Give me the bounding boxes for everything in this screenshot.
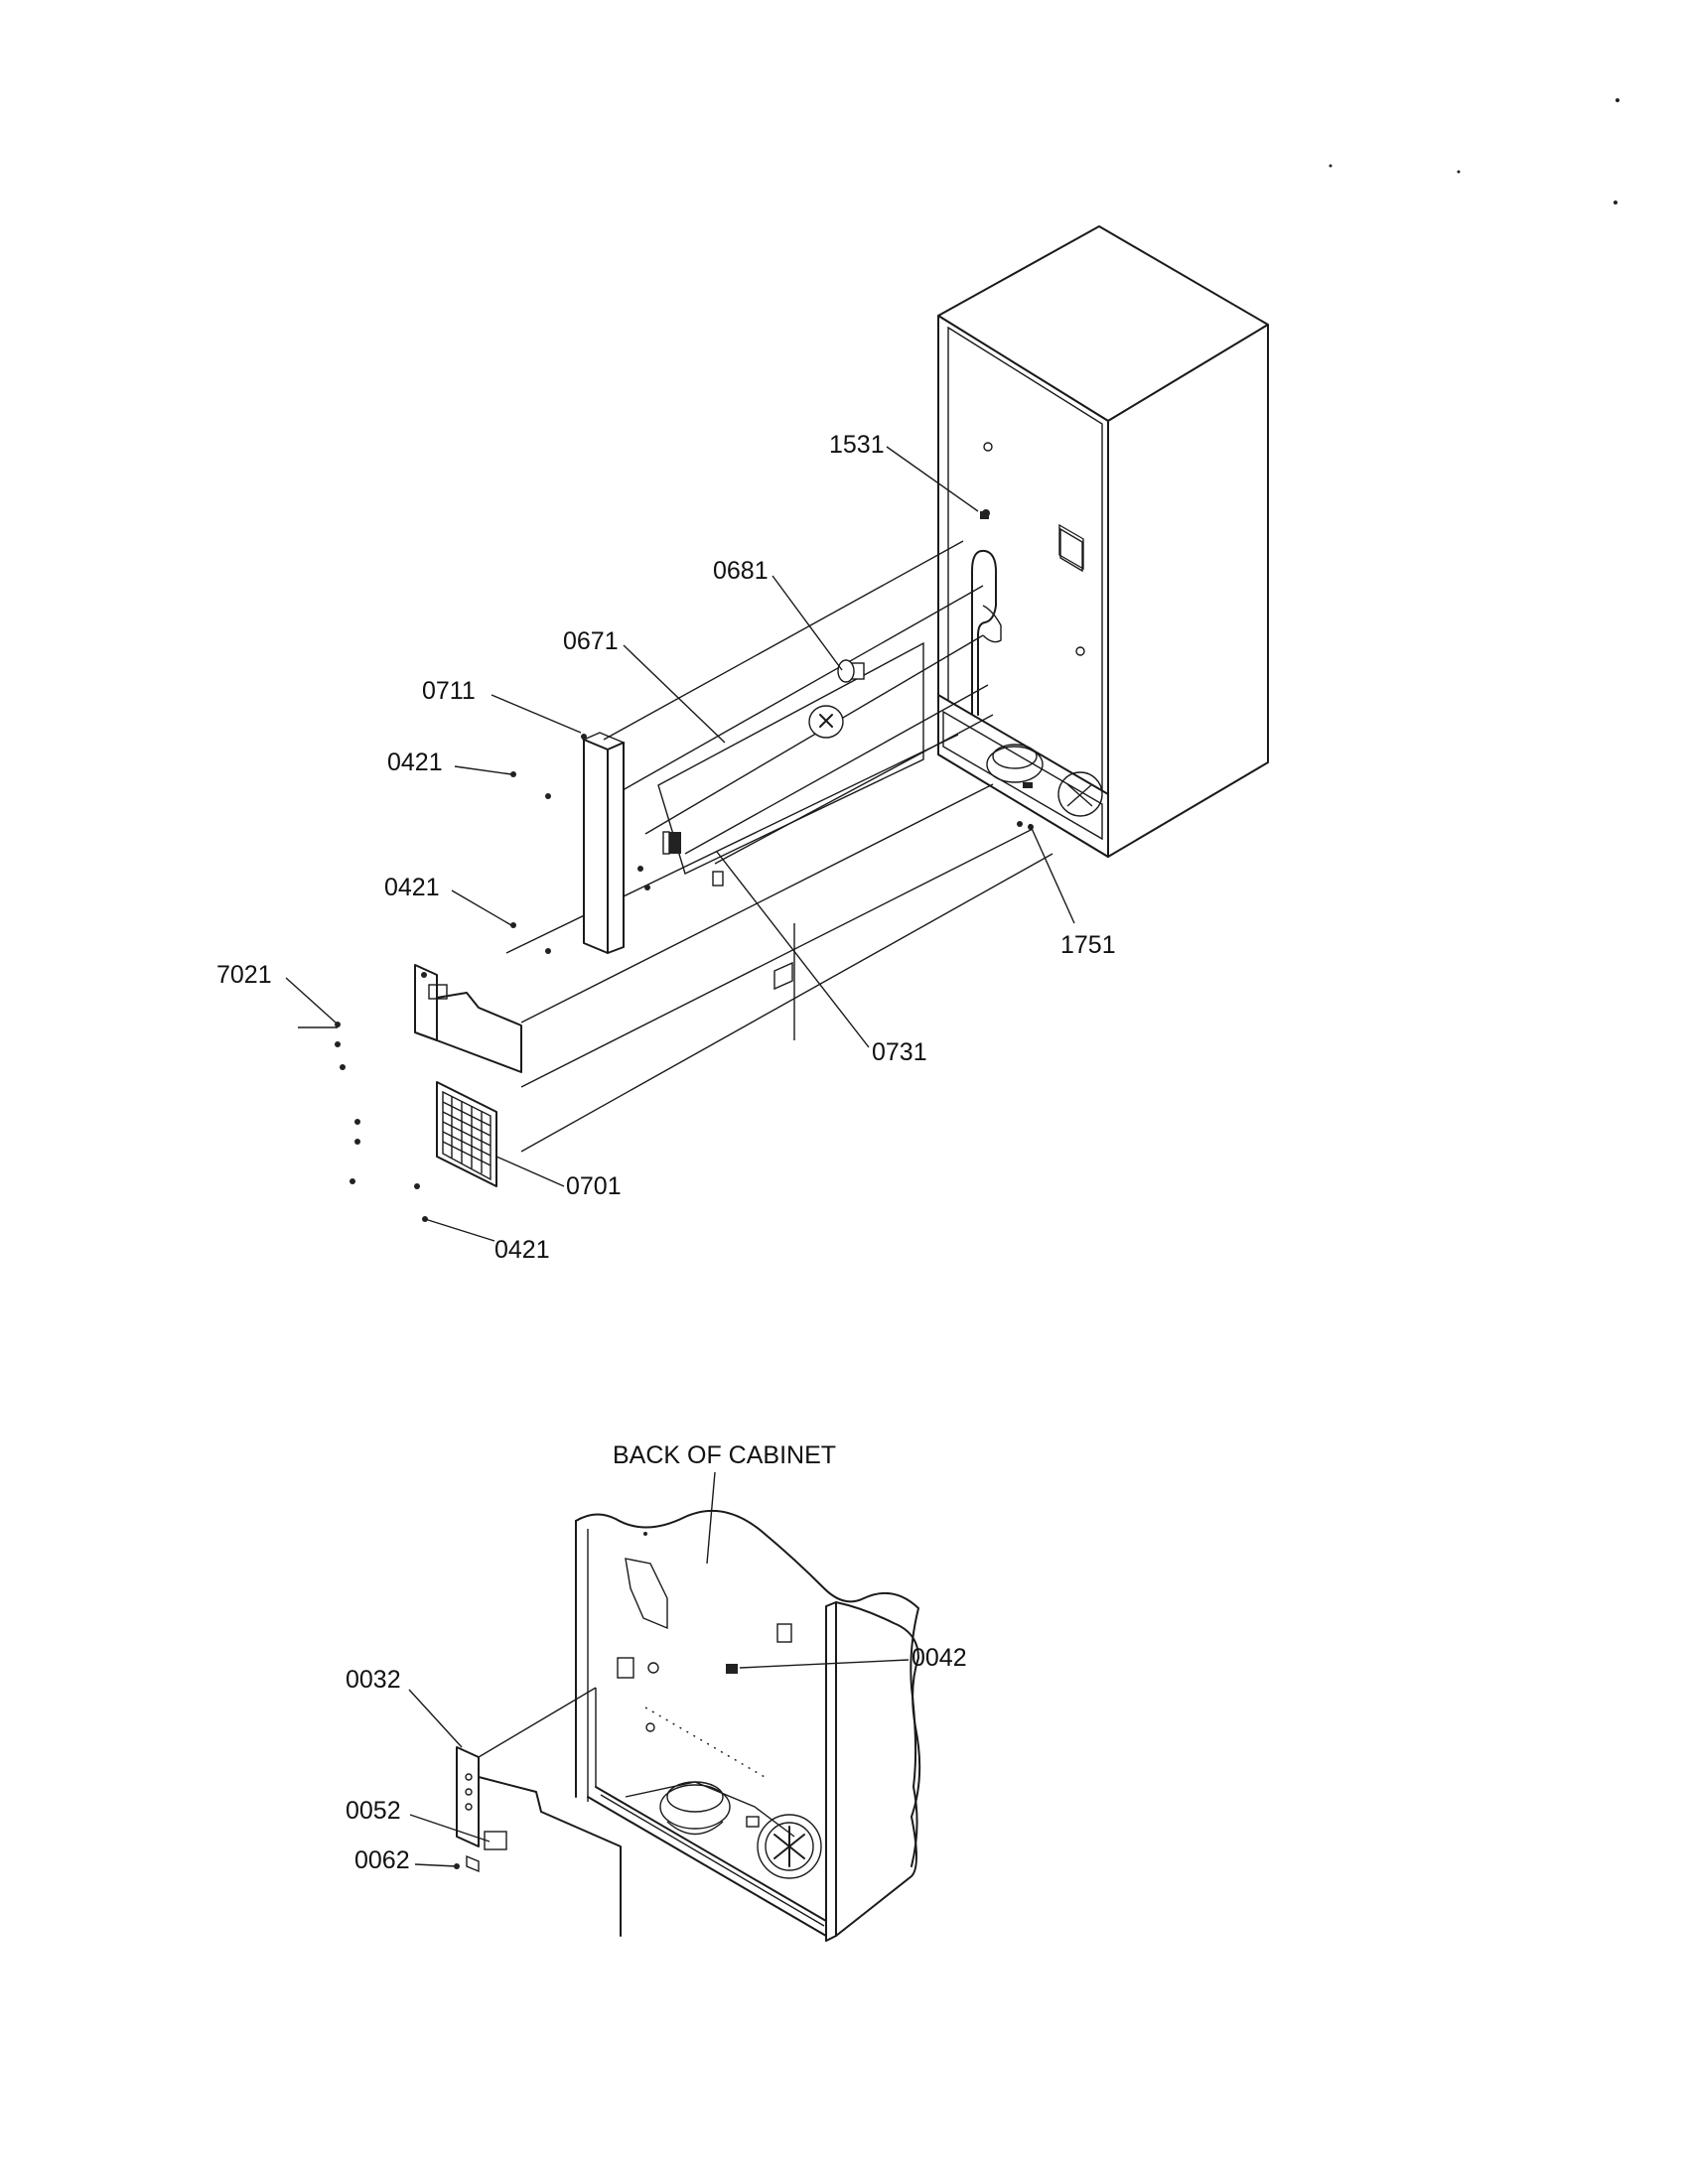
cabinet-back-detail <box>575 1509 921 1942</box>
bracket-7021 <box>414 964 522 1073</box>
label-1751: 1751 <box>1060 931 1116 959</box>
stray-marks <box>1329 98 1619 205</box>
leader-lines-bottom <box>408 1659 910 1867</box>
control-box-0671 <box>657 641 924 991</box>
cabinet-rear-view <box>937 225 1269 858</box>
label-0671: 0671 <box>563 627 619 655</box>
label-0062: 0062 <box>354 1846 410 1874</box>
side-panel-0711 <box>581 732 626 954</box>
label-0421-a: 0421 <box>387 749 443 776</box>
label-0701: 0701 <box>566 1172 622 1200</box>
bracket-0032 <box>456 1746 622 1937</box>
screws <box>298 771 1023 1222</box>
label-0421-b: 0421 <box>384 874 440 901</box>
control-knob-0681 <box>808 659 865 739</box>
label-0711: 0711 <box>422 677 476 705</box>
label-0042: 0042 <box>912 1644 967 1672</box>
grille-0701 <box>436 1081 497 1187</box>
label-1531: 1531 <box>829 431 885 459</box>
caption-back-of-cabinet: BACK OF CABINET <box>613 1441 836 1469</box>
label-0421-c: 0421 <box>494 1236 550 1264</box>
label-0681: 0681 <box>713 557 769 585</box>
label-0052: 0052 <box>346 1797 401 1825</box>
label-7021: 7021 <box>216 961 272 989</box>
label-0731: 0731 <box>872 1038 927 1066</box>
label-0032: 0032 <box>346 1666 401 1694</box>
leader-lines <box>285 446 1075 1242</box>
